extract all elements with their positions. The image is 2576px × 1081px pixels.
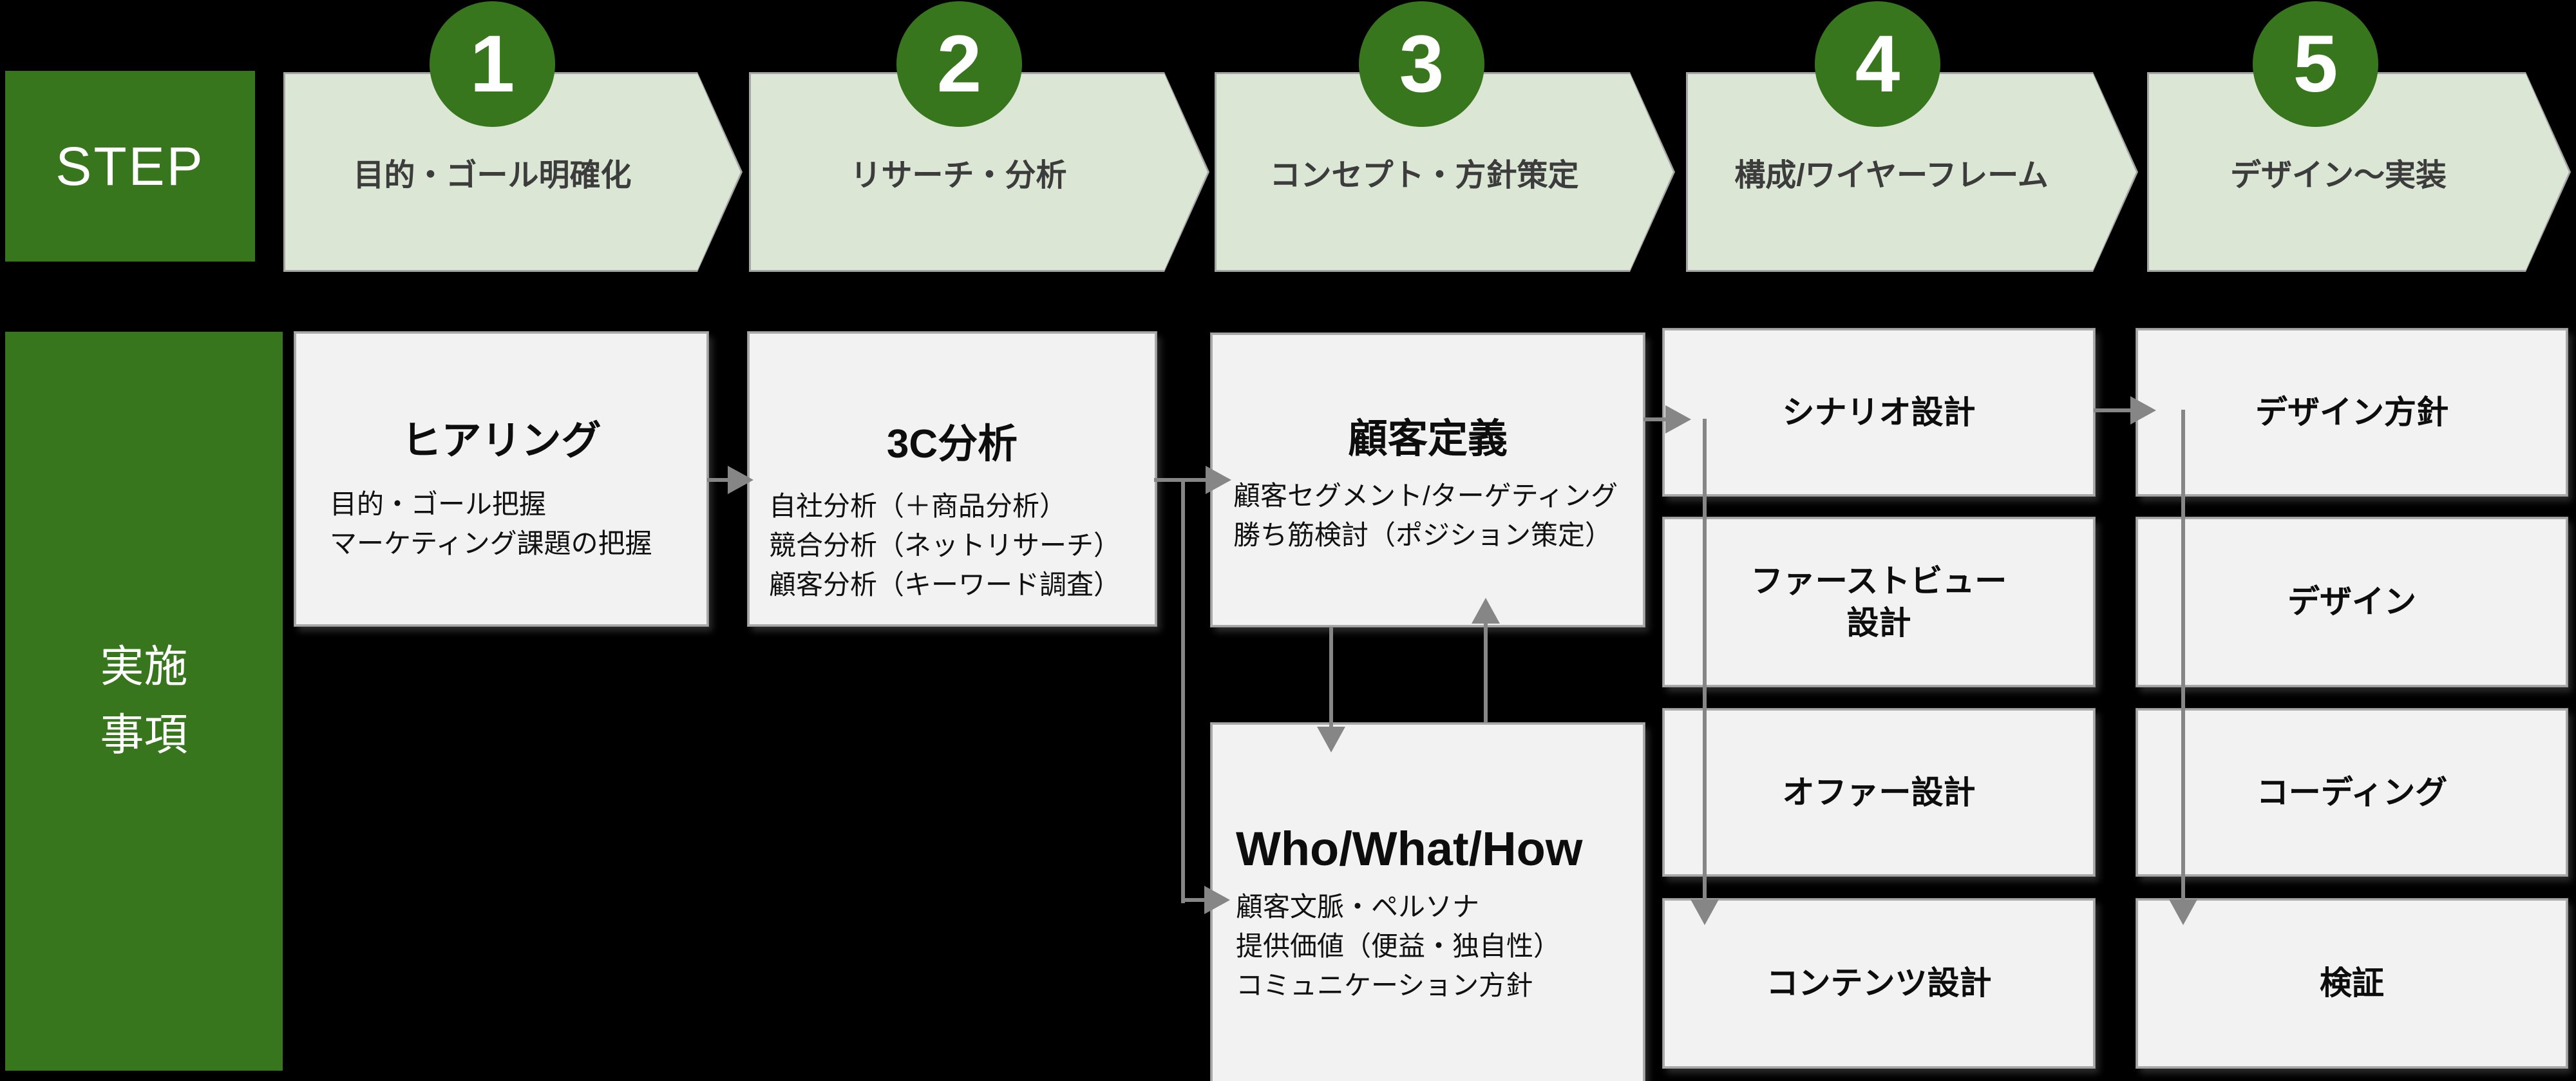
box-offer-design: オファー設計 <box>1663 709 2095 876</box>
connector-scenario-to-designpolicy-line <box>2094 408 2134 412</box>
box-3c-line-3: 顧客分析（キーワード調査） <box>769 569 1121 600</box>
connector-www-up-to-customer-line <box>1484 621 1488 723</box>
box-firstview-design: ファーストビュー 設計 <box>1663 517 2095 687</box>
connector-customer-to-scenario-line <box>1643 417 1668 421</box>
box-hearing-line-1: 目的・ゴール把握 <box>330 489 547 519</box>
box-validation: 検証 <box>2136 899 2568 1068</box>
box-customer-definition: 顧客定義 顧客セグメント/ターゲティング 勝ち筋検討（ポジション策定） <box>1211 333 1645 627</box>
step-5-number-badge: 5 <box>2253 1 2378 127</box>
box-www-body: 顧客文脈・ペルソナ 提供価値（便益・独自性） コミュニケーション方針 <box>1213 888 1643 1006</box>
box-customer-line-2: 勝ち筋検討（ポジション策定） <box>1233 519 1613 550</box>
box-design: デザイン <box>2136 517 2568 687</box>
box-www-title: Who/What/How <box>1236 822 1583 875</box>
step-1-label: 目的・ゴール明確化 <box>353 158 632 193</box>
box-www-line-3: コミュニケーション方針 <box>1236 970 1533 1000</box>
box-hearing-title: ヒアリング <box>401 419 601 463</box>
row-label-implementation-items: 実施 事項 <box>5 332 283 1071</box>
box-3c-title: 3C分析 <box>886 422 1018 466</box>
box-who-what-how: Who/What/How 顧客文脈・ペルソナ 提供価値（便益・独自性） コミュニ… <box>1211 723 1645 1081</box>
box-customer-title: 顧客定義 <box>1347 417 1508 461</box>
step-chevron-4: 構成/ワイヤーフレーム <box>1686 72 2138 272</box>
step-1-number-badge: 1 <box>430 1 555 127</box>
box-scenario-design: シナリオ設計 <box>1663 329 2095 496</box>
box-3c-analysis: 3C分析 自社分析（＋商品分析） 競合分析（ネットリサーチ） 顧客分析（キーワー… <box>748 332 1157 626</box>
box-content-design: コンテンツ設計 <box>1663 899 2095 1068</box>
box-www-line-2: 提供価値（便益・独自性） <box>1236 930 1561 961</box>
box-www-line-1: 顧客文脈・ペルソナ <box>1236 892 1480 922</box>
connector-scenario-to-content-line <box>1703 419 1707 902</box>
box-hearing-body: 目的・ゴール把握 マーケティング課題の把握 <box>296 485 706 564</box>
box-3c-body: 自社分析（＋商品分析） 競合分析（ネットリサーチ） 顧客分析（キーワード調査） <box>750 487 1155 605</box>
box-coding: コーディング <box>2136 709 2568 876</box>
connector-customer-down-to-www-line <box>1329 627 1333 729</box>
connector-3c-to-customer-arrowhead-icon <box>1206 466 1231 494</box>
connector-hearing-to-3c-arrowhead-icon <box>728 466 753 494</box>
box-design-policy: デザイン方針 <box>2136 329 2568 496</box>
connector-customer-down-to-www-arrowhead-icon <box>1317 727 1345 752</box>
connector-hearing-to-3c-line <box>707 478 730 482</box>
box-3c-line-1: 自社分析（＋商品分析） <box>769 491 1067 521</box>
step-2-label: リサーチ・分析 <box>850 158 1067 193</box>
connector-designpolicy-to-validation-line <box>2181 410 2185 902</box>
connector-3c-to-www-vline <box>1181 478 1185 903</box>
box-3c-line-2: 競合分析（ネットリサーチ） <box>769 530 1121 560</box>
connector-scenario-to-content-arrowhead-icon <box>1690 899 1719 925</box>
step-4-label: 構成/ワイヤーフレーム <box>1734 158 2049 193</box>
connector-3c-to-www-hline <box>1181 898 1208 902</box>
step-header-label: STEP <box>5 71 255 262</box>
connector-www-up-to-customer-arrowhead-icon <box>1472 598 1500 624</box>
connector-scenario-to-designpolicy-arrowhead-icon <box>2130 396 2156 425</box>
step-2-number-badge: 2 <box>896 1 1022 127</box>
step-4-number-badge: 4 <box>1815 1 1940 127</box>
connector-customer-to-scenario-arrowhead-icon <box>1665 405 1691 434</box>
connector-designpolicy-to-validation-arrowhead-icon <box>2169 899 2197 925</box>
box-hearing: ヒアリング 目的・ゴール把握 マーケティング課題の把握 <box>294 332 708 626</box>
step-5-label: デザイン～実装 <box>2230 158 2447 193</box>
box-customer-line-1: 顧客セグメント/ターゲティング <box>1233 481 1618 511</box>
box-hearing-line-2: マーケティング課題の把握 <box>330 528 652 559</box>
step-3-number-badge: 3 <box>1359 1 1484 127</box>
step-chevron-3: コンセプト・方針策定 <box>1215 72 1675 272</box>
step-3-label: コンセプト・方針策定 <box>1269 158 1579 193</box>
connector-3c-to-www-arrowhead-icon <box>1204 886 1230 914</box>
box-customer-body: 顧客セグメント/ターゲティング 勝ち筋検討（ポジション策定） <box>1213 477 1643 555</box>
